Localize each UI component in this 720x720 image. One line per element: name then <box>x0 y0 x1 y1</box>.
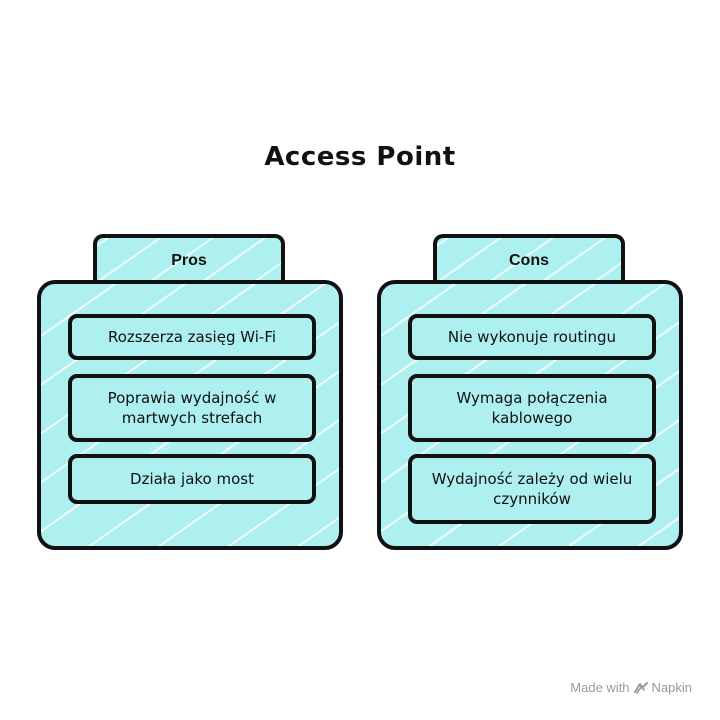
pros-item: Działa jako most <box>68 454 316 504</box>
watermark-brand: Napkin <box>651 680 692 695</box>
napkin-logo-icon <box>633 681 648 694</box>
watermark-prefix: Made with <box>570 680 630 695</box>
cons-item: Nie wykonuje routingu <box>408 314 656 360</box>
cons-item: Wymaga połączenia kablowego <box>408 374 656 442</box>
pros-column: Pros Rozszerza zasięg Wi-Fi Poprawia wyd… <box>37 234 343 554</box>
pros-item: Rozszerza zasięg Wi-Fi <box>68 314 316 360</box>
cons-panel: Nie wykonuje routingu Wymaga połączenia … <box>377 280 683 550</box>
pros-header: Pros <box>93 234 285 284</box>
pros-item: Poprawia wydajność w martwych strefach <box>68 374 316 442</box>
diagram-title: Access Point <box>264 142 456 172</box>
cons-header: Cons <box>433 234 625 284</box>
pros-panel: Rozszerza zasięg Wi-Fi Poprawia wydajnoś… <box>37 280 343 550</box>
napkin-watermark[interactable]: Made with Napkin <box>570 680 692 695</box>
cons-column: Cons Nie wykonuje routingu Wymaga połącz… <box>377 234 683 554</box>
cons-item: Wydajność zależy od wielu czynników <box>408 454 656 524</box>
